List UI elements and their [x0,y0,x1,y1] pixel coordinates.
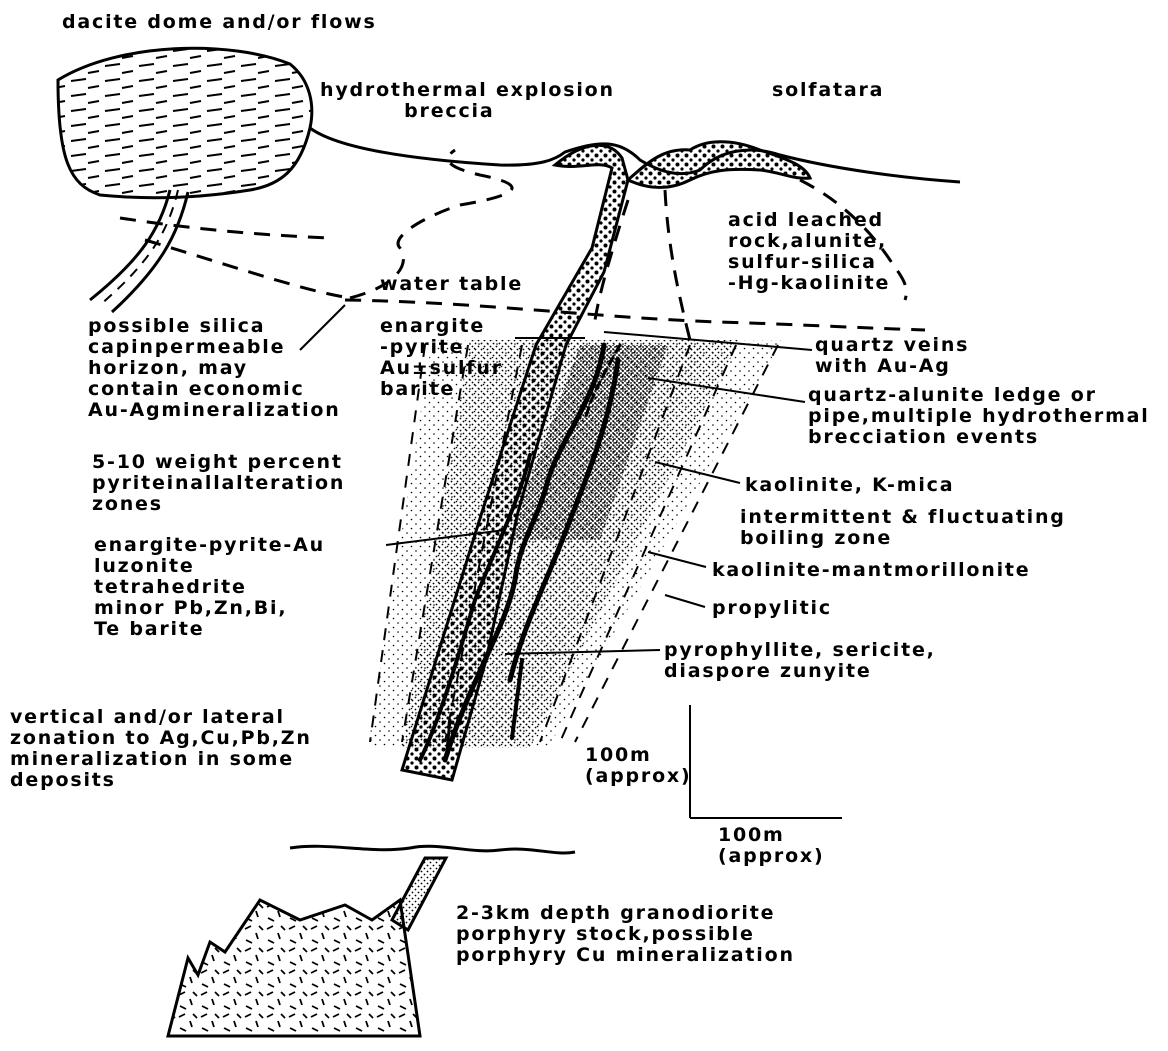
pyrophyllite-label: pyrophyllite, sericite, diaspore zunyite [664,640,936,682]
silica-cap-label: possible silica capinpermeable horizon, … [88,316,341,421]
scale-horizontal-label: 100m (approx) [718,825,824,867]
boiling-zone-label: intermittent & fluctuating boiling zone [740,507,1066,549]
granodiorite-label: 2-3km depth granodiorite porphyry stock,… [456,903,795,966]
dacite-dome [58,48,312,197]
enargite-list-label: enargite-pyrite-Au luzonite tetrahedrite… [94,535,325,640]
quartz-alunite-label: quartz-alunite ledge or pipe,multiple hy… [808,385,1150,448]
zonation-label: vertical and/or lateral zonation to Ag,C… [10,707,312,791]
kaolinite-kmica-label: kaolinite, K-mica [745,475,954,496]
solfatara-vent [628,142,810,188]
acid-leached-label: acid leached rock,alunite, sulfur-silica… [728,210,890,294]
solfatara-label: solfatara [772,80,884,101]
breccia-label: hydrothermal explosion breccia [320,80,615,122]
pyrite-percent-label: 5-10 weight percent pyriteinallalteratio… [92,452,345,515]
enargite-pyrite-label: enargite -pyrite Au±sulfur barite [380,316,503,400]
quartz-veins-label: quartz veins with Au-Ag [815,335,969,377]
kaolinite-mont-label: kaolinite-mantmorillonite [712,560,1030,581]
dacite-label: dacite dome and/or flows [62,12,377,33]
porphyry-dike [392,858,446,930]
scale-vertical-label: 100m (approx) [585,745,691,787]
propylitic-label: propylitic [712,598,832,619]
unconformity-line [290,846,575,853]
water-table-label: water table [380,274,523,295]
porphyry-stock [168,900,420,1036]
scale-bars [690,705,842,818]
